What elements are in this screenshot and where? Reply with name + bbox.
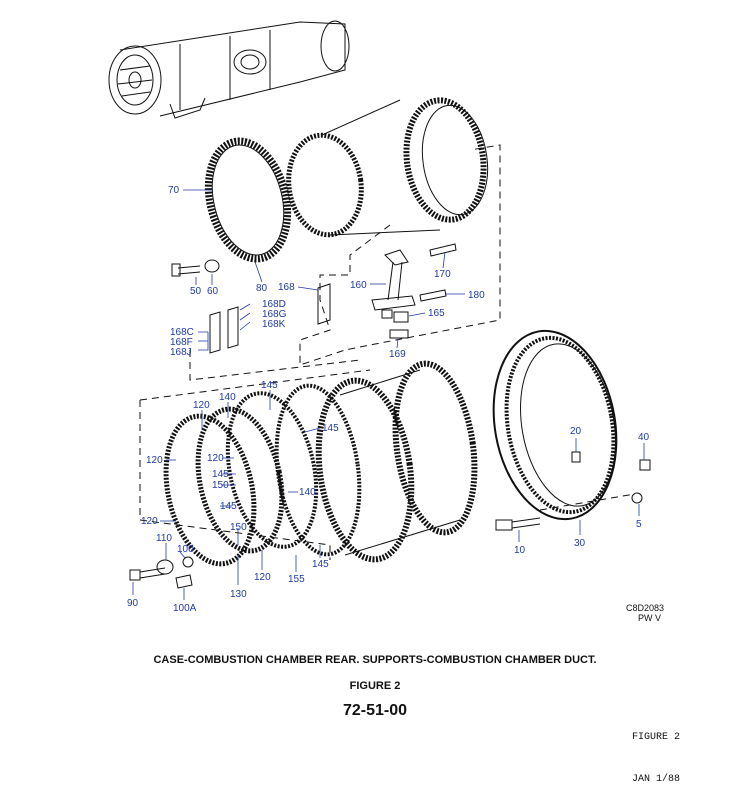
bolt-90-assembly [129, 556, 194, 589]
plate-168 [317, 283, 331, 325]
callout-100A: 100A [173, 603, 197, 614]
chapter-section-number: 72-51-00 [342, 702, 408, 719]
callout-150-inner: 150 [212, 480, 229, 491]
callout-120-lower: 120 [141, 516, 158, 527]
callout-140-top: 140 [219, 392, 236, 403]
callout-20: 20 [570, 426, 582, 437]
callout-90: 90 [127, 598, 139, 609]
callout-120-bottom: 120 [254, 572, 271, 583]
callout-168D: 168D [262, 299, 286, 310]
bolt-50-washer-60 [171, 259, 220, 277]
callout-80: 80 [256, 283, 268, 294]
callout-168F: 168F [170, 337, 193, 348]
callout-169: 169 [389, 349, 406, 360]
callout-140-mid: 140 [299, 487, 316, 498]
callout-165: 165 [428, 308, 445, 319]
callout-5: 5 [636, 519, 642, 530]
callout-120-top: 120 [193, 400, 210, 411]
plate-168-small-b [227, 306, 239, 349]
seal-ring-stack [163, 383, 362, 567]
callout-180: 180 [468, 290, 485, 301]
callout-150-lower: 150 [230, 522, 247, 533]
hardware-alignment-line [539, 493, 636, 511]
callout-120-left: 120 [146, 455, 163, 466]
drawing-code-line1: C8D2083 [626, 603, 665, 613]
pin-170 [429, 243, 457, 257]
engine-overview-illustration [108, 20, 350, 119]
callout-130: 130 [230, 589, 247, 600]
stamp-figure: FIGURE 2 [632, 732, 681, 743]
callout-168G: 168G [262, 309, 287, 320]
drawing-code: C8D2083 PW V [626, 603, 664, 623]
revision-stamp: FIGURE 2 JAN 1/88 [632, 703, 680, 801]
plate-168-small-a [209, 311, 221, 354]
washer-5 [631, 492, 643, 504]
callout-30: 30 [574, 538, 586, 549]
duct-support-ring-30 [492, 329, 618, 521]
assembly-outline-upper [299, 144, 501, 366]
figure-caption-title: CASE-COMBUSTION CHAMBER REAR. SUPPORTS-C… [153, 654, 597, 666]
callout-110: 110 [156, 533, 172, 544]
callout-50: 50 [190, 286, 202, 297]
callout-145-mid: 145 [220, 501, 237, 512]
callout-168C: 168C [170, 327, 194, 338]
figure-caption-label: FIGURE 2 [349, 680, 401, 692]
callout-155: 155 [288, 574, 305, 585]
callout-145-inner: 145 [212, 469, 229, 480]
bolt-10 [495, 517, 541, 531]
shim-169 [389, 329, 409, 339]
pin-180 [419, 289, 447, 302]
callout-40: 40 [638, 432, 650, 443]
callout-168J: 168J [170, 347, 192, 358]
callout-145-right: 145 [322, 423, 339, 434]
callout-60: 60 [207, 286, 219, 297]
combustion-case-rear [315, 360, 478, 563]
callout-leaders [132, 189, 645, 600]
bolt-40 [639, 459, 651, 471]
combustion-case-upper [286, 97, 489, 238]
stamp-date: JAN 1/88 [632, 774, 681, 785]
callout-168: 168 [278, 282, 295, 293]
exploded-parts-diagram: 70 50 60 80 168 168D 168G 168K 168C 168F… [108, 20, 651, 614]
callout-145-bottom: 145 [312, 559, 329, 570]
nut-20 [571, 451, 581, 463]
block-165 [393, 311, 409, 323]
callout-170: 170 [434, 269, 451, 280]
callout-168K: 168K [262, 319, 286, 330]
callout-10: 10 [514, 545, 526, 556]
callout-160: 160 [350, 280, 367, 291]
drawing-code-line2: PW V [638, 613, 662, 623]
assembly-outline-link [189, 350, 361, 381]
assembly-outline-lower [139, 369, 371, 560]
callout-100: 100 [177, 544, 194, 555]
callout-145-top: 145 [261, 380, 278, 391]
callout-120-inner: 120 [207, 453, 224, 464]
callout-70: 70 [168, 185, 180, 196]
support-bracket-160 [371, 249, 416, 319]
ring-70 [204, 137, 292, 263]
